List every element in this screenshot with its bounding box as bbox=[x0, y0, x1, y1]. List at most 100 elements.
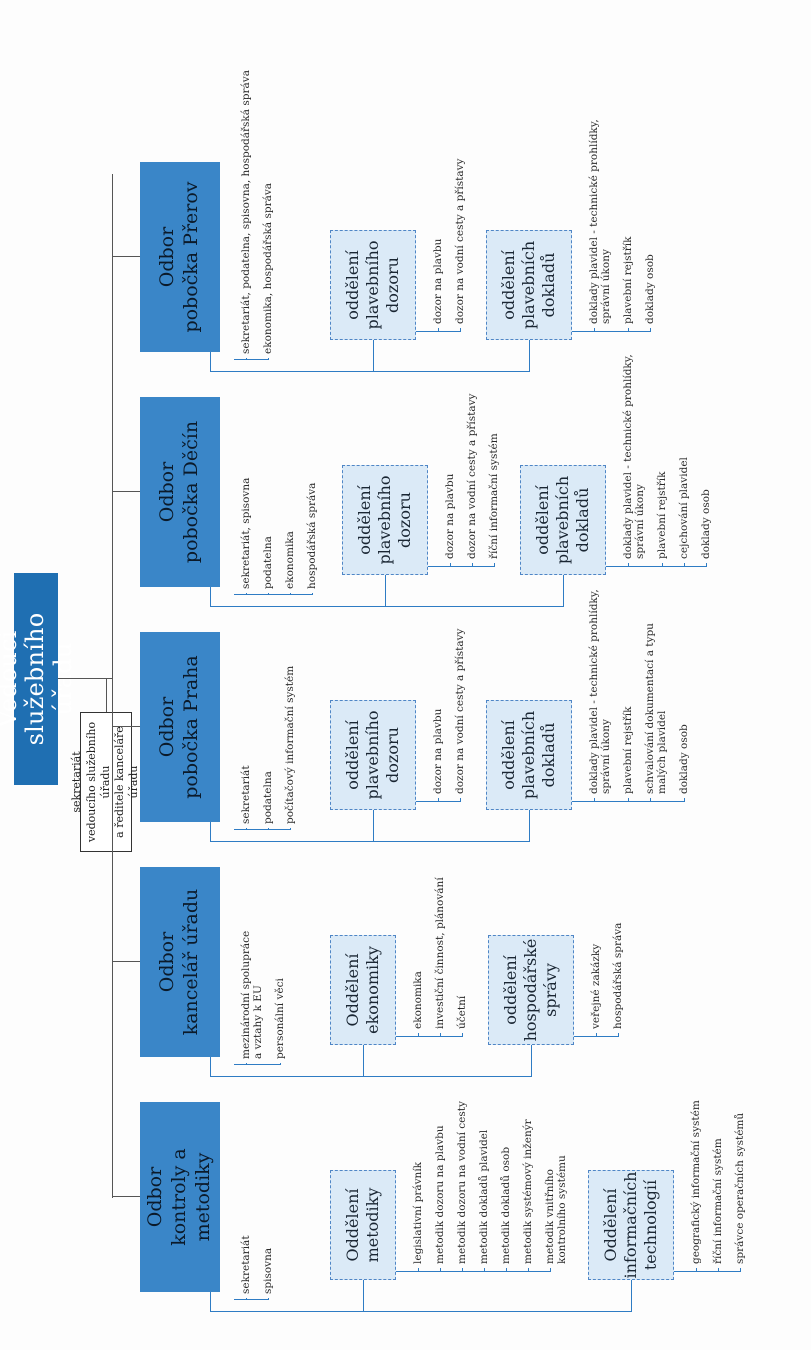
department-title: Oddělení bbox=[601, 1188, 620, 1262]
department-title: dokladů bbox=[573, 487, 592, 553]
title-connector bbox=[58, 678, 112, 680]
secretariat-line: a ředitele kanceláře úřadu bbox=[113, 726, 141, 838]
odbor-title: Odbor bbox=[156, 931, 179, 993]
odbor-spine bbox=[220, 1311, 290, 1313]
item-text: legislativní právník bbox=[412, 1161, 424, 1264]
item-bracket bbox=[234, 1064, 280, 1066]
department-title: oddělení bbox=[533, 485, 552, 555]
odbor-spine bbox=[284, 371, 529, 373]
department-title: správy bbox=[541, 963, 560, 1017]
department-connector bbox=[372, 340, 374, 372]
secretariat-box: sekretariát vedoucího služebního úřadu a… bbox=[70, 712, 140, 852]
department-title: oddělení bbox=[343, 720, 362, 790]
item-text: metodik vnitřního bbox=[544, 1169, 556, 1264]
department-title: plavebního bbox=[375, 475, 394, 565]
department-title: plavebního bbox=[363, 710, 382, 800]
odbor-spine bbox=[220, 606, 334, 608]
odbor-title: Odbor bbox=[144, 1166, 167, 1228]
item-text: hospodářská správa bbox=[612, 922, 624, 1029]
item-bracket bbox=[426, 801, 460, 803]
department-title: plavebních bbox=[519, 240, 538, 330]
department-title: oddělení bbox=[343, 250, 362, 320]
odbor-connector bbox=[112, 491, 140, 493]
department-stem bbox=[428, 566, 438, 568]
item-bracket bbox=[584, 1036, 618, 1038]
odbor-connector bbox=[112, 1196, 140, 1198]
department-title: hospodářské bbox=[521, 938, 540, 1042]
item-text: personální věci bbox=[274, 978, 286, 1059]
department-title: dozoru bbox=[383, 727, 402, 783]
department-title: Oddělení bbox=[343, 1188, 362, 1262]
odbor-title: Odbor bbox=[156, 226, 179, 288]
department-connector bbox=[528, 340, 530, 372]
odbor-title: pobočka Praha bbox=[180, 655, 202, 799]
department-title: plavebních bbox=[519, 710, 538, 800]
item-text: doklady plavidel - technické prohlídky, bbox=[622, 354, 634, 559]
department-connector bbox=[530, 1045, 532, 1077]
item-text: metodik systémový inženýr bbox=[522, 1119, 534, 1264]
secretariat-connector bbox=[105, 679, 107, 712]
chart-title-box: Vedoucí služebního úřadu bbox=[0, 573, 77, 785]
item-text: říční informační systém bbox=[712, 1138, 724, 1264]
item-text: cejchování plavidel bbox=[678, 457, 690, 559]
item-text: sekretariát bbox=[240, 765, 252, 824]
department-title: dozoru bbox=[395, 492, 414, 548]
odbor-spine-link bbox=[209, 822, 211, 842]
odbor-spine bbox=[328, 606, 563, 608]
odbor-spine-link bbox=[209, 1057, 211, 1077]
department-stem bbox=[572, 801, 582, 803]
item-text: hospodářská správa bbox=[306, 482, 318, 589]
secretariat-line: sekretariát bbox=[70, 751, 84, 813]
item-text: podatelna bbox=[262, 536, 274, 589]
department-stem bbox=[574, 1036, 584, 1038]
item-text: dozor na vodní cesty a přístavy bbox=[454, 628, 466, 794]
item-text: a vztahy k EU bbox=[252, 985, 264, 1059]
department-connector bbox=[384, 575, 386, 607]
odbor-spine bbox=[306, 841, 529, 843]
secretariat-line: vedoucího služebního úřadu bbox=[84, 721, 112, 843]
department-title: oddělení bbox=[355, 485, 374, 555]
item-text: plavební rejstřík bbox=[656, 471, 668, 559]
item-bracket bbox=[438, 566, 494, 568]
item-text: sekretariát, spisovna bbox=[240, 477, 252, 589]
item-text: plavební rejstřík bbox=[622, 706, 634, 794]
odbor-spine bbox=[220, 371, 290, 373]
item-text: doklady osob bbox=[644, 254, 656, 324]
department-title: informačních bbox=[621, 1171, 640, 1279]
department-connector bbox=[362, 1280, 364, 1312]
item-bracket bbox=[616, 566, 706, 568]
item-bracket bbox=[234, 359, 268, 361]
department-title: plavebního bbox=[363, 240, 382, 330]
item-text: veřejné zakázky bbox=[590, 943, 602, 1029]
department-title: dozoru bbox=[383, 257, 402, 313]
item-bracket bbox=[234, 829, 290, 831]
item-bracket bbox=[684, 1271, 740, 1273]
odbor-connector bbox=[112, 256, 140, 258]
odbor-spine bbox=[284, 1311, 631, 1313]
department-title: oddělení bbox=[499, 250, 518, 320]
item-text: ekonomika, hospodářská správa bbox=[262, 182, 274, 354]
item-text: ekonomika bbox=[284, 531, 296, 589]
item-bracket bbox=[582, 801, 684, 803]
department-stem bbox=[416, 331, 426, 333]
item-bracket bbox=[426, 331, 460, 333]
odbor-bus bbox=[111, 174, 113, 1198]
item-text: správní úkony bbox=[600, 719, 612, 794]
item-text: geografický informační systém bbox=[690, 1100, 702, 1264]
department-stem bbox=[606, 566, 616, 568]
department-stem bbox=[416, 801, 426, 803]
item-bracket bbox=[234, 594, 312, 596]
item-text: účetní bbox=[456, 995, 468, 1029]
department-title: Oddělení bbox=[343, 953, 362, 1027]
item-text: metodik dokladů plavidel bbox=[478, 1129, 490, 1264]
item-text: podatelna bbox=[262, 771, 274, 824]
item-text: kontrolního systému bbox=[556, 1155, 568, 1264]
